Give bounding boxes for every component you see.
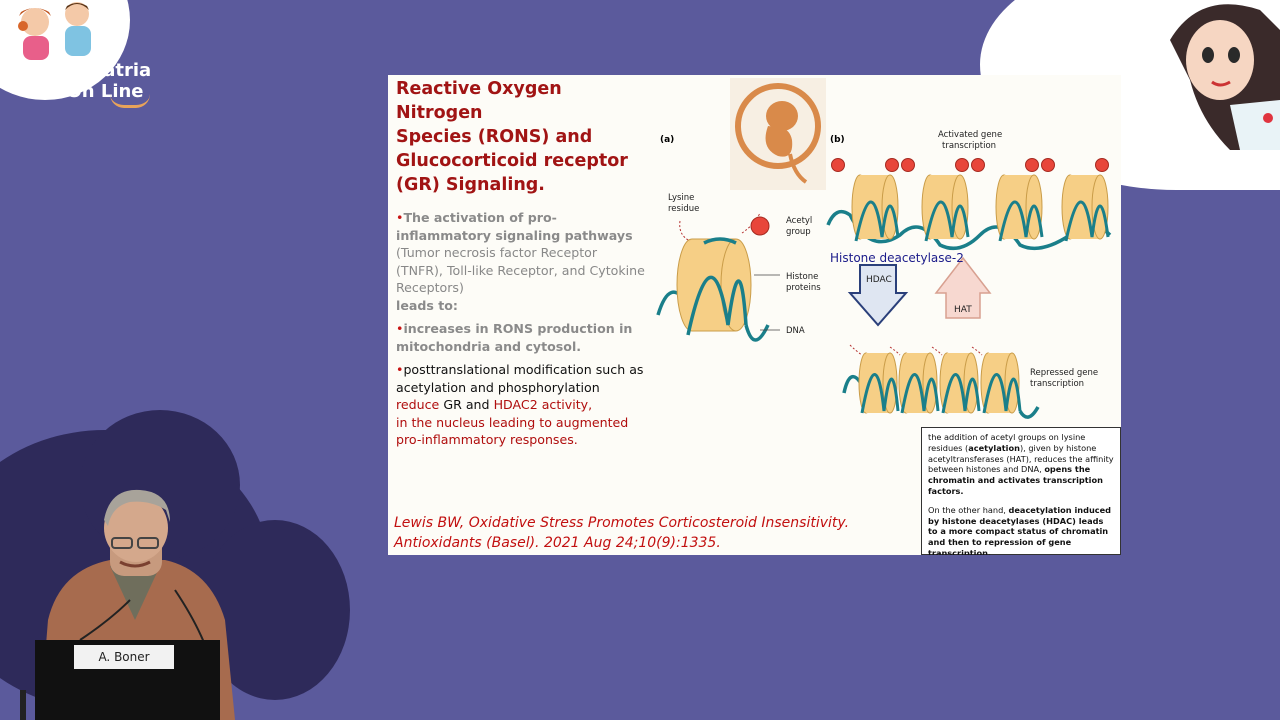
activated-label: Activated gene — [938, 130, 1002, 140]
bullet-3-gr: GR and — [443, 397, 490, 412]
activated-label: transcription — [942, 141, 996, 151]
repressed-label: Repressed gene — [1030, 368, 1098, 378]
panel-b-label: (b) — [830, 135, 845, 145]
bullet-1-detail: (Tumor necrosis factor Receptor (TNFR), … — [396, 245, 645, 295]
repressed-chromatin — [842, 344, 1040, 419]
title-line: (GR) Signaling. — [396, 175, 545, 195]
bullet-2-text: increases in RONS production in mitochon… — [396, 321, 633, 354]
bullet-1-bold: The activation of pro-inflammatory signa… — [396, 210, 633, 243]
histone-acetylation-diagram: (a) (b) Lysine residue Acetyl group Hist… — [656, 130, 1112, 419]
panel-a-label: (a) — [660, 135, 674, 145]
kids-illustration — [18, 2, 91, 60]
hat-arrow — [934, 256, 992, 319]
pediatria-online-logo: Pediatria On Line — [50, 60, 160, 108]
title-line: Species (RONS) and — [396, 127, 593, 147]
lysine-residue-label: Lysine — [668, 193, 694, 203]
logo-line-1: Pediatria — [58, 60, 152, 81]
bullet-3-text: posttranslational modification such as a… — [396, 362, 644, 395]
presentation-slide: Reactive Oxygen Nitrogen Species (RONS) … — [388, 75, 1121, 555]
bullet-3-tail: in the nucleus leading to augmented pro-… — [396, 414, 629, 448]
bullet-item: •increases in RONS production in mitocho… — [396, 321, 633, 354]
acetyl-group-label: group — [786, 227, 811, 237]
bullet-3-hdac2: HDAC2 activity, — [493, 397, 593, 412]
embryo-icon — [730, 78, 826, 190]
citation-line: Lewis BW, Oxidative Stress Promotes Cort… — [394, 515, 850, 531]
explanation-note: the addition of acetyl groups on lysine … — [921, 427, 1121, 555]
histone-proteins-label: Histone — [786, 272, 818, 282]
acetyl-group-dot — [750, 216, 770, 236]
bullet-item: •The activation of pro-inflammatory sign… — [396, 210, 645, 313]
bullet-3-red: reduce — [396, 397, 440, 412]
histone-proteins-label: proteins — [786, 283, 821, 293]
title-line: Reactive Oxygen — [396, 79, 562, 99]
activated-chromatin — [826, 158, 1112, 251]
citation-line: Antioxidants (Basel). 2021 Aug 24;10(9):… — [394, 535, 721, 551]
note-paragraph: the addition of acetyl groups on lysine … — [928, 432, 1114, 496]
bullet-1-tail: leads to: — [396, 297, 458, 313]
podium-stand — [20, 690, 26, 720]
bullet-item: •posttranslational modification such as … — [396, 362, 644, 448]
note-paragraph: On the other hand, deacetylation induced… — [928, 504, 1112, 555]
hdac-arrow — [847, 264, 909, 327]
dna-label: DNA — [786, 326, 805, 336]
logo-smile-mark — [110, 94, 150, 108]
bullet-list: •The activation of pro-inflammatory sign… — [396, 209, 646, 455]
acetyl-group-label: Acetyl — [786, 216, 812, 226]
hdac-arrow-label: HDAC — [866, 275, 892, 285]
histone-deacetylase-2-label: Histone deacetylase-2 — [830, 251, 964, 265]
hat-arrow-label: HAT — [954, 305, 972, 315]
speaker-nameplate: A. Boner — [74, 645, 174, 669]
title-line: Glucocorticoid receptor — [396, 151, 628, 171]
slide-title: Reactive Oxygen Nitrogen Species (RONS) … — [396, 77, 646, 197]
citation: Lewis BW, Oxidative Stress Promotes Cort… — [394, 513, 934, 553]
repressed-label: transcription — [1030, 379, 1084, 389]
title-line: Nitrogen — [396, 103, 483, 123]
nurse-illustration — [1170, 4, 1280, 150]
nucleosome-single — [656, 212, 780, 342]
lysine-residue-label: residue — [668, 204, 699, 214]
